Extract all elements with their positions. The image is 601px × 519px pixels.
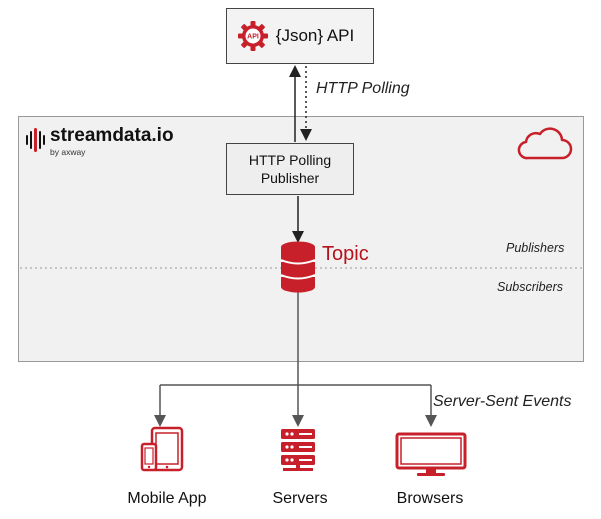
mobile-tablet-icon xyxy=(140,426,184,472)
client-label-mobile-app: Mobile App xyxy=(127,490,207,507)
brand-suffix: .io xyxy=(151,125,174,146)
http-polling-label: HTTP Polling xyxy=(316,80,410,97)
subscribers-label: Subscribers xyxy=(497,280,563,294)
json-api-box: API {Json} API xyxy=(226,8,374,64)
topic-label: Topic xyxy=(322,243,369,265)
streamdata-signal-icon xyxy=(26,128,45,152)
server-rack-icon xyxy=(281,429,315,471)
client-label-browsers: Browsers xyxy=(396,490,464,507)
brand-sub: by axway xyxy=(50,147,86,157)
http-polling-publisher-box: HTTP Polling Publisher xyxy=(226,143,354,195)
api-gear-icon: API xyxy=(238,21,268,51)
publisher-line2: Publisher xyxy=(260,170,320,186)
publishers-label: Publishers xyxy=(506,241,565,255)
cloud-icon xyxy=(517,127,573,160)
client-label-servers: Servers xyxy=(272,490,328,507)
api-label: {Json} API xyxy=(275,26,355,45)
api-badge-text: API xyxy=(247,34,259,41)
brand-name: streamdata xyxy=(50,125,152,146)
monitor-icon xyxy=(395,432,467,476)
publisher-line1: HTTP Polling xyxy=(248,152,332,168)
topic-database-icon xyxy=(280,241,316,293)
sse-label: Server-Sent Events xyxy=(433,393,572,410)
